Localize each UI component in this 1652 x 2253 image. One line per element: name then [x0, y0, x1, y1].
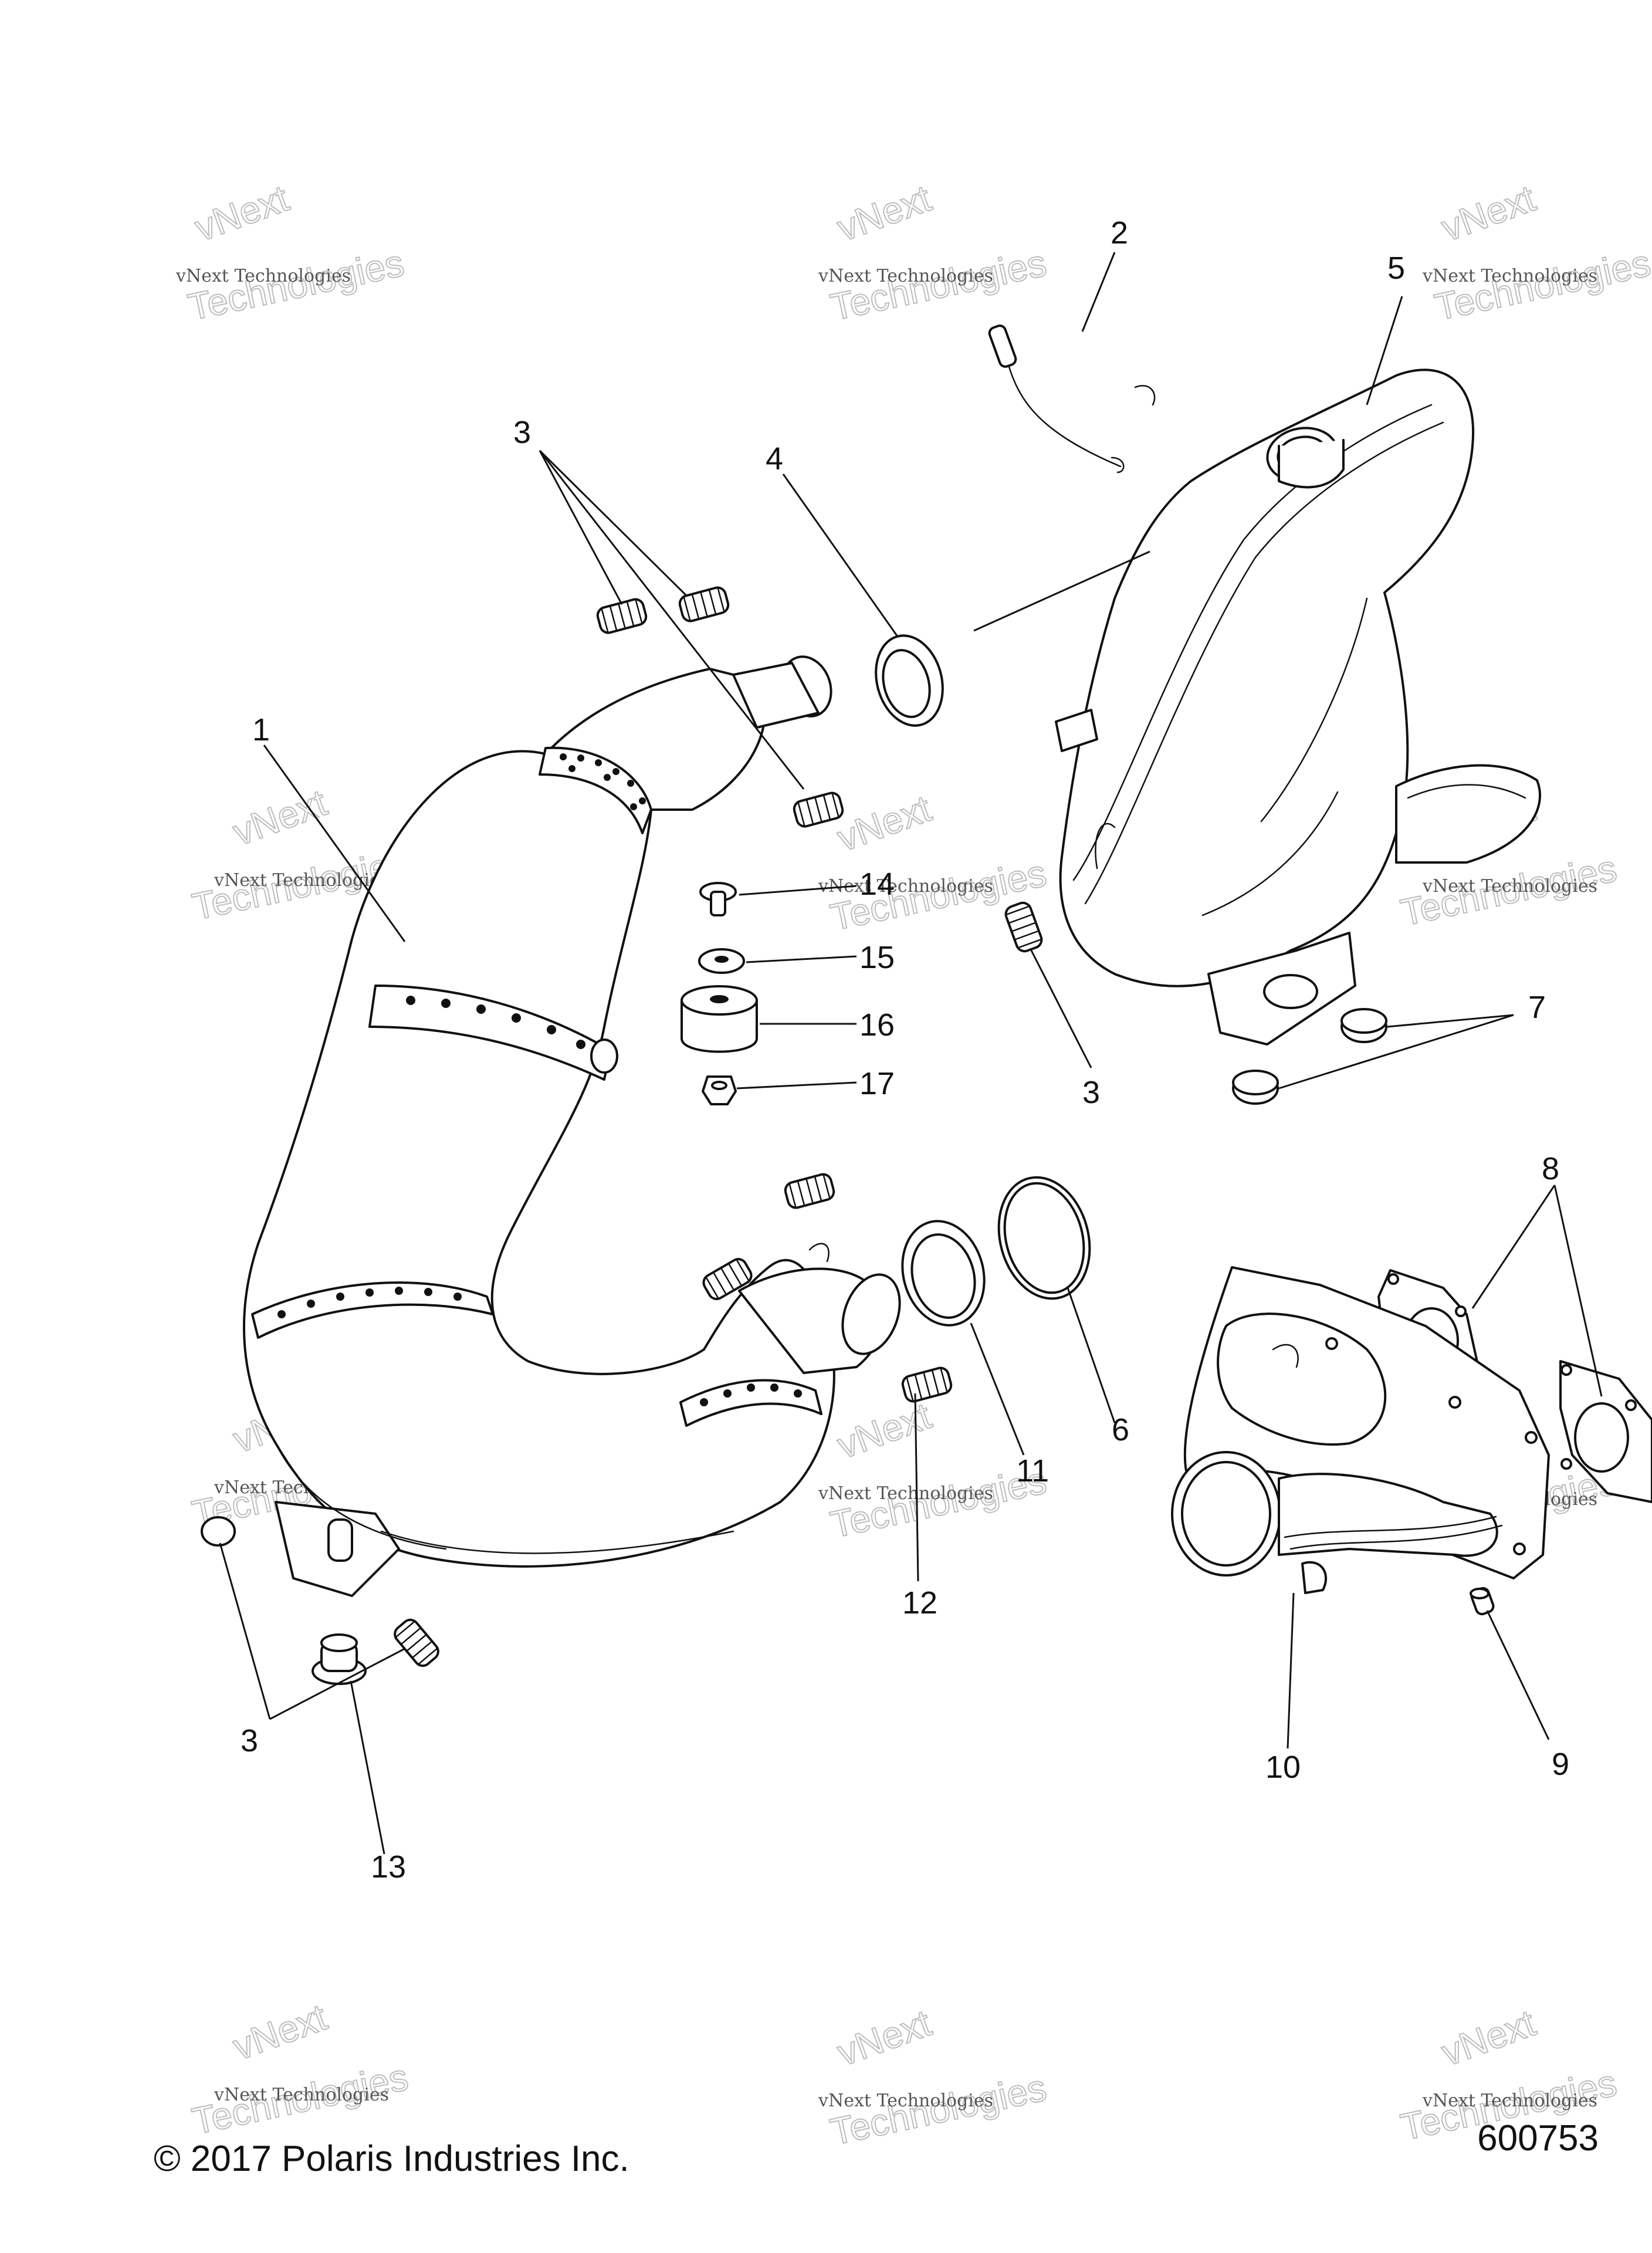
callout-5: 5	[1387, 251, 1405, 286]
watermark-text: vNext Technologies	[1422, 2090, 1597, 2111]
spring-part-3-group	[201, 586, 1043, 1667]
callout-16: 16	[859, 1007, 895, 1043]
callout-3-top: 3	[513, 415, 531, 450]
washer-part-15	[698, 948, 745, 974]
nut-part-17	[702, 1075, 737, 1105]
band-holes	[560, 753, 646, 810]
callout-8: 8	[1542, 1151, 1559, 1186]
callout-13: 13	[371, 1849, 406, 1885]
watermark: vNext Technologies vNext Technologies	[1422, 176, 1652, 329]
watermark-text: vNext Technologies	[214, 2085, 389, 2105]
bushing-part-16	[681, 985, 758, 1053]
callout-12: 12	[902, 1585, 937, 1621]
watermark-text: vNext Technologies	[214, 870, 389, 891]
spring-icon	[901, 1366, 953, 1403]
callout-7: 7	[1528, 990, 1546, 1025]
watermark: vNext Technologies vNext Technologies	[175, 176, 408, 329]
watermark-large: vNext	[228, 1995, 333, 2068]
watermark-text: vNext Technologies	[175, 266, 351, 286]
plug-part-13	[312, 1633, 367, 1685]
bolt-part-14	[699, 882, 737, 916]
header-pipe-part-1	[243, 655, 901, 1597]
diagram-number: 600753	[1477, 2118, 1599, 2159]
callout-15: 15	[859, 940, 895, 975]
watermark-large: vNext	[832, 787, 937, 860]
band-holes	[277, 1287, 462, 1318]
watermark-text: vNext Technologies	[1422, 266, 1597, 286]
spring-icon	[596, 598, 648, 634]
callout-11: 11	[1016, 1453, 1049, 1489]
callout-10: 10	[1265, 1750, 1301, 1785]
callout-2: 2	[1111, 215, 1128, 251]
callout-1: 1	[252, 712, 270, 747]
callout-3-muffler: 3	[1082, 1075, 1100, 1110]
spring-icon	[1004, 901, 1043, 953]
callout-4: 4	[766, 441, 783, 476]
watermark-large: vNext	[832, 2001, 937, 2074]
spring-icon	[702, 1258, 753, 1300]
watermark-text: vNext Technologies	[818, 2090, 993, 2111]
callout-3-bottom: 3	[241, 1723, 258, 1758]
callout-14: 14	[859, 867, 895, 902]
spring-end-cap	[201, 1516, 236, 1547]
watermark-text: vNext Technologies	[818, 266, 993, 286]
callout-labels: 1 2 3 3 3 4 5 6 7 8 9 10 11 12 13 14 15 …	[241, 215, 1569, 1885]
watermark-large: vNext	[189, 177, 294, 249]
stud-part-9	[1470, 1586, 1495, 1616]
spring-icon	[793, 791, 844, 828]
watermark-text: vNext Technologies	[818, 1483, 993, 1504]
leader-lines	[219, 252, 1603, 1855]
watermark-large: vNext	[832, 177, 937, 249]
watermark: vNext Technologies vNext Technologies	[188, 1995, 412, 2143]
watermark: vNext Technologies vNext Technologies	[818, 176, 1051, 329]
callout-17: 17	[859, 1066, 895, 1101]
gasket-part-6	[997, 1176, 1091, 1300]
watermark-large: vNext	[832, 1394, 937, 1467]
watermark: vNext Technologies vNext Technologies	[818, 2001, 1051, 2154]
band-holes	[700, 1383, 802, 1406]
spring-icon	[678, 586, 730, 623]
exhaust-manifold-part-10	[1171, 1266, 1550, 1594]
spring-icon	[394, 1618, 439, 1667]
seal-ring-part-11	[901, 1220, 986, 1327]
watermark: vNext Technologies vNext Technologies	[818, 1393, 1051, 1547]
spring-icon	[784, 1173, 835, 1209]
seal-ring-part-4	[875, 634, 944, 727]
muffler-part-5	[973, 368, 1541, 1046]
callout-6: 6	[1112, 1412, 1129, 1447]
spring-part-2	[988, 324, 1125, 473]
copyright-text: © 2017 Polaris Industries Inc.	[154, 2139, 629, 2179]
watermark-text: vNext Technologies	[1422, 876, 1597, 897]
callout-9: 9	[1552, 1747, 1569, 1782]
watermark-large: vNext	[1436, 177, 1541, 249]
grommet-part-7	[1232, 1008, 1387, 1105]
watermark-large: vNext	[1436, 2001, 1541, 2074]
band-holes	[406, 996, 585, 1049]
